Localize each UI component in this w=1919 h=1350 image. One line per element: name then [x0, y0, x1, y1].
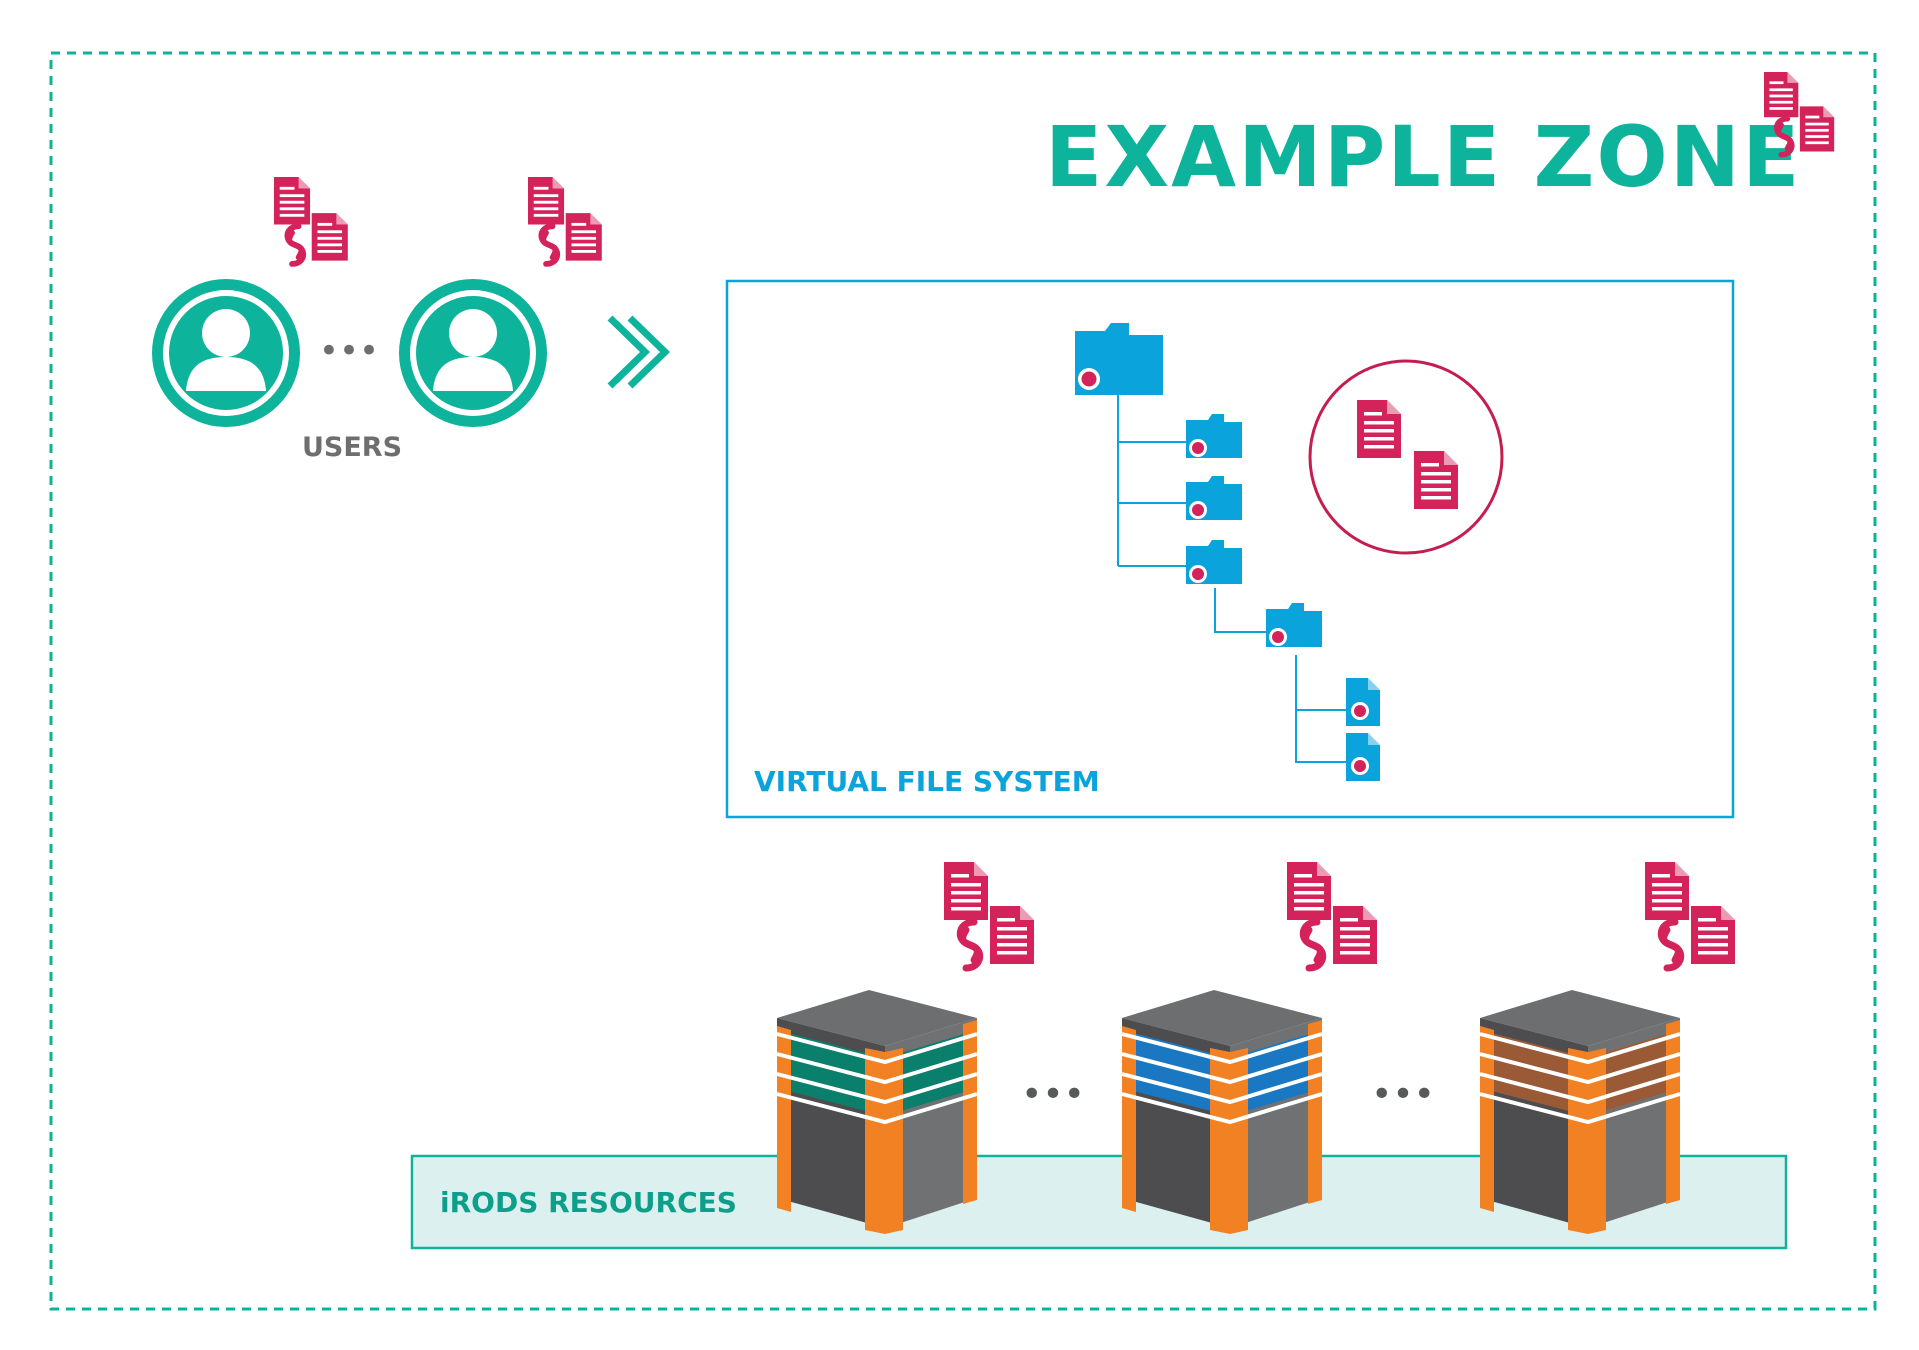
- users-label: USERS: [302, 432, 402, 463]
- file-icon[interactable]: [1346, 733, 1380, 781]
- user-1-metadata-icon: [274, 177, 348, 264]
- server-3-metadata-icon: [1645, 862, 1735, 968]
- vfs-tree-lines: [1117, 395, 1346, 763]
- metadata-circle: [1308, 359, 1504, 555]
- irods-resources-label: iRODS RESOURCES: [440, 1186, 737, 1219]
- user-1-icon[interactable]: [152, 279, 300, 427]
- zone-border: [49, 51, 1877, 1311]
- user-2-icon[interactable]: [399, 279, 547, 427]
- document-icon: [1357, 400, 1401, 458]
- server-icon[interactable]: [1121, 990, 1323, 1234]
- server-icon[interactable]: [776, 990, 978, 1234]
- user-2-metadata-icon: [528, 177, 602, 264]
- document-icon: [1414, 451, 1458, 509]
- zone-title: EXAMPLE ZONE: [1045, 108, 1801, 206]
- server-1-metadata-icon: [944, 862, 1034, 968]
- resources-ellipsis-1: •••: [1021, 1074, 1085, 1115]
- server-2-metadata-icon: [1287, 862, 1377, 968]
- users-ellipsis: •••: [319, 331, 379, 371]
- resources-ellipsis-2: •••: [1371, 1074, 1435, 1115]
- vfs-label: VIRTUAL FILE SYSTEM: [754, 765, 1100, 798]
- server-icon[interactable]: [1479, 990, 1681, 1234]
- file-icon[interactable]: [1346, 678, 1380, 726]
- chevron-right-icon: [607, 315, 671, 389]
